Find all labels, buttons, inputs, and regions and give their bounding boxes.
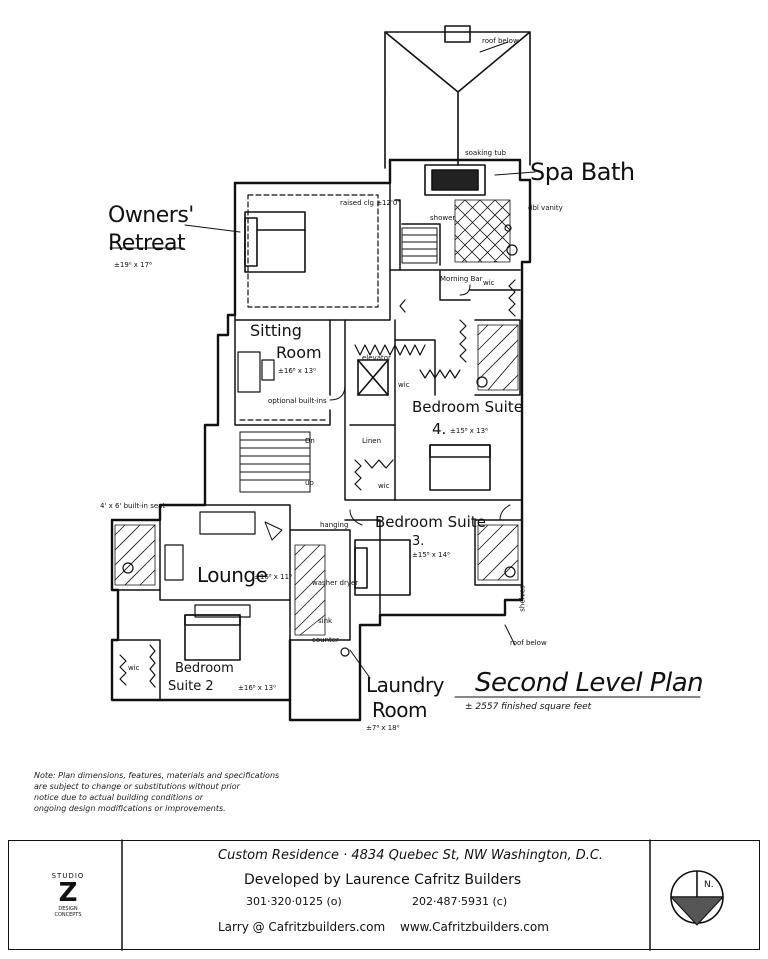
label-owners-retreat-2: Retreat <box>108 231 186 256</box>
label-laundry-2: Room <box>372 698 427 722</box>
bath-tile-left <box>114 524 156 586</box>
bath-tile-suite4 <box>477 324 519 391</box>
label-bedroom3-dim: ±15⁸ x 14⁶ <box>412 551 450 559</box>
project-address: Custom Residence · 4834 Quebec St, NW Wa… <box>218 848 604 863</box>
bath-tile-suite3 <box>477 524 519 581</box>
note-wic-owners: wic <box>483 279 495 287</box>
developer: Developed by Laurence Cafritz Builders <box>244 872 522 888</box>
logo-letter: Z <box>58 878 78 908</box>
title-block-dividers <box>121 839 651 951</box>
note-optional-built-ins: optional built-ins <box>268 397 327 405</box>
label-spa-bath: Spa Bath <box>530 158 635 186</box>
note-wic-suite4: wic <box>398 381 410 389</box>
email: Larry @ Cafritzbuilders.com <box>218 920 386 934</box>
bed-suite2 <box>184 614 241 661</box>
note-counter: counter <box>312 636 339 644</box>
note-dn: Dn <box>305 437 315 445</box>
plan-title: Second Level Plan <box>475 668 704 698</box>
note-shelves: shelves <box>518 585 527 612</box>
closet-hangers <box>119 279 516 688</box>
label-owners-retreat-1: Owners' <box>108 203 194 228</box>
note-roof-below-top: roof below <box>482 37 519 45</box>
note-linen: Linen <box>362 437 382 445</box>
label-lounge-dim: ±16⁸ x 11⁶ <box>254 573 292 581</box>
fixtures-circles <box>122 224 518 657</box>
leader-lines <box>109 41 701 698</box>
bed-suite4 <box>429 444 491 491</box>
label-laundry-dim: ±7⁶ x 18⁰ <box>366 724 400 732</box>
spa-bath-tile <box>454 199 511 263</box>
note-dbl-vanity: dbl vanity <box>528 204 563 212</box>
label-bedroom4-2: 4. <box>432 420 447 438</box>
note-soaking-tub: soaking tub <box>465 149 506 157</box>
note-up: up <box>305 479 314 487</box>
sitting-furniture <box>164 351 275 618</box>
label-sitting-dim: ±16⁸ x 13⁰ <box>278 367 316 375</box>
label-bedroom3-2: 3. <box>412 534 425 549</box>
bed-suite3 <box>354 539 411 596</box>
roof-outline-top <box>384 25 531 169</box>
label-laundry-1: Laundry <box>366 673 445 697</box>
door-swings <box>264 284 511 541</box>
note-wic-suite2: wic <box>128 664 140 672</box>
soaking-tub <box>424 164 486 196</box>
note-roof-below-right: roof below <box>510 639 547 647</box>
label-bedroom2-1: Bedroom <box>175 661 234 676</box>
title-block <box>8 840 760 950</box>
plan-area: ± 2557 finished square feet <box>465 702 592 712</box>
north-label: N. <box>704 880 714 890</box>
note-wic-suite3: wic <box>378 482 390 490</box>
note-hanging: hanging <box>320 521 349 529</box>
disclaimer-note: Note: Plan dimensions, features, materia… <box>34 771 280 813</box>
laundry-tile <box>294 544 326 636</box>
note-washer-dryer: washer dryer <box>312 579 359 587</box>
phone-office: 301·320·0125 (o) <box>246 895 342 908</box>
label-owners-dim: ±19⁰ x 17⁶ <box>114 261 152 269</box>
note-sink: sink <box>318 617 333 625</box>
studio-z-logo: STUDIO Z DESIGN CONCEPTS <box>48 872 88 918</box>
interior-walls <box>111 182 523 701</box>
north-arrow <box>670 870 724 926</box>
phone-cell: 202·487·5931 (c) <box>412 895 508 908</box>
label-sitting-1: Sitting <box>250 321 302 340</box>
note-shower: shower <box>430 214 456 222</box>
note-raised-clg: raised clg ±12'0" <box>340 199 401 207</box>
label-bedroom3-1: Bedroom Suite <box>375 513 486 531</box>
note-morning-bar: Morning Bar <box>440 275 483 283</box>
bed-owners <box>244 211 306 273</box>
label-lounge: Lounge <box>197 563 268 587</box>
note-elevator: elevator <box>362 354 391 362</box>
raised-ceiling-outline <box>239 194 379 421</box>
website: www.Cafritzbuilders.com <box>400 920 549 934</box>
label-sitting-2: Room <box>276 343 322 362</box>
label-bedroom2-dim: ±16⁸ x 13⁰ <box>238 684 276 692</box>
elevator <box>357 359 389 396</box>
label-bedroom4-dim: ±15⁸ x 13⁶ <box>450 427 488 435</box>
label-bedroom4-1: Bedroom Suite <box>412 398 523 416</box>
note-window-seat: 4' x 6' built-in seat <box>100 502 166 510</box>
label-bedroom2-2: Suite 2 <box>168 679 214 694</box>
stairs <box>239 227 438 493</box>
logo-top-text: STUDIO <box>51 872 85 880</box>
logo-bottom-text: DESIGN CONCEPTS <box>54 906 82 918</box>
